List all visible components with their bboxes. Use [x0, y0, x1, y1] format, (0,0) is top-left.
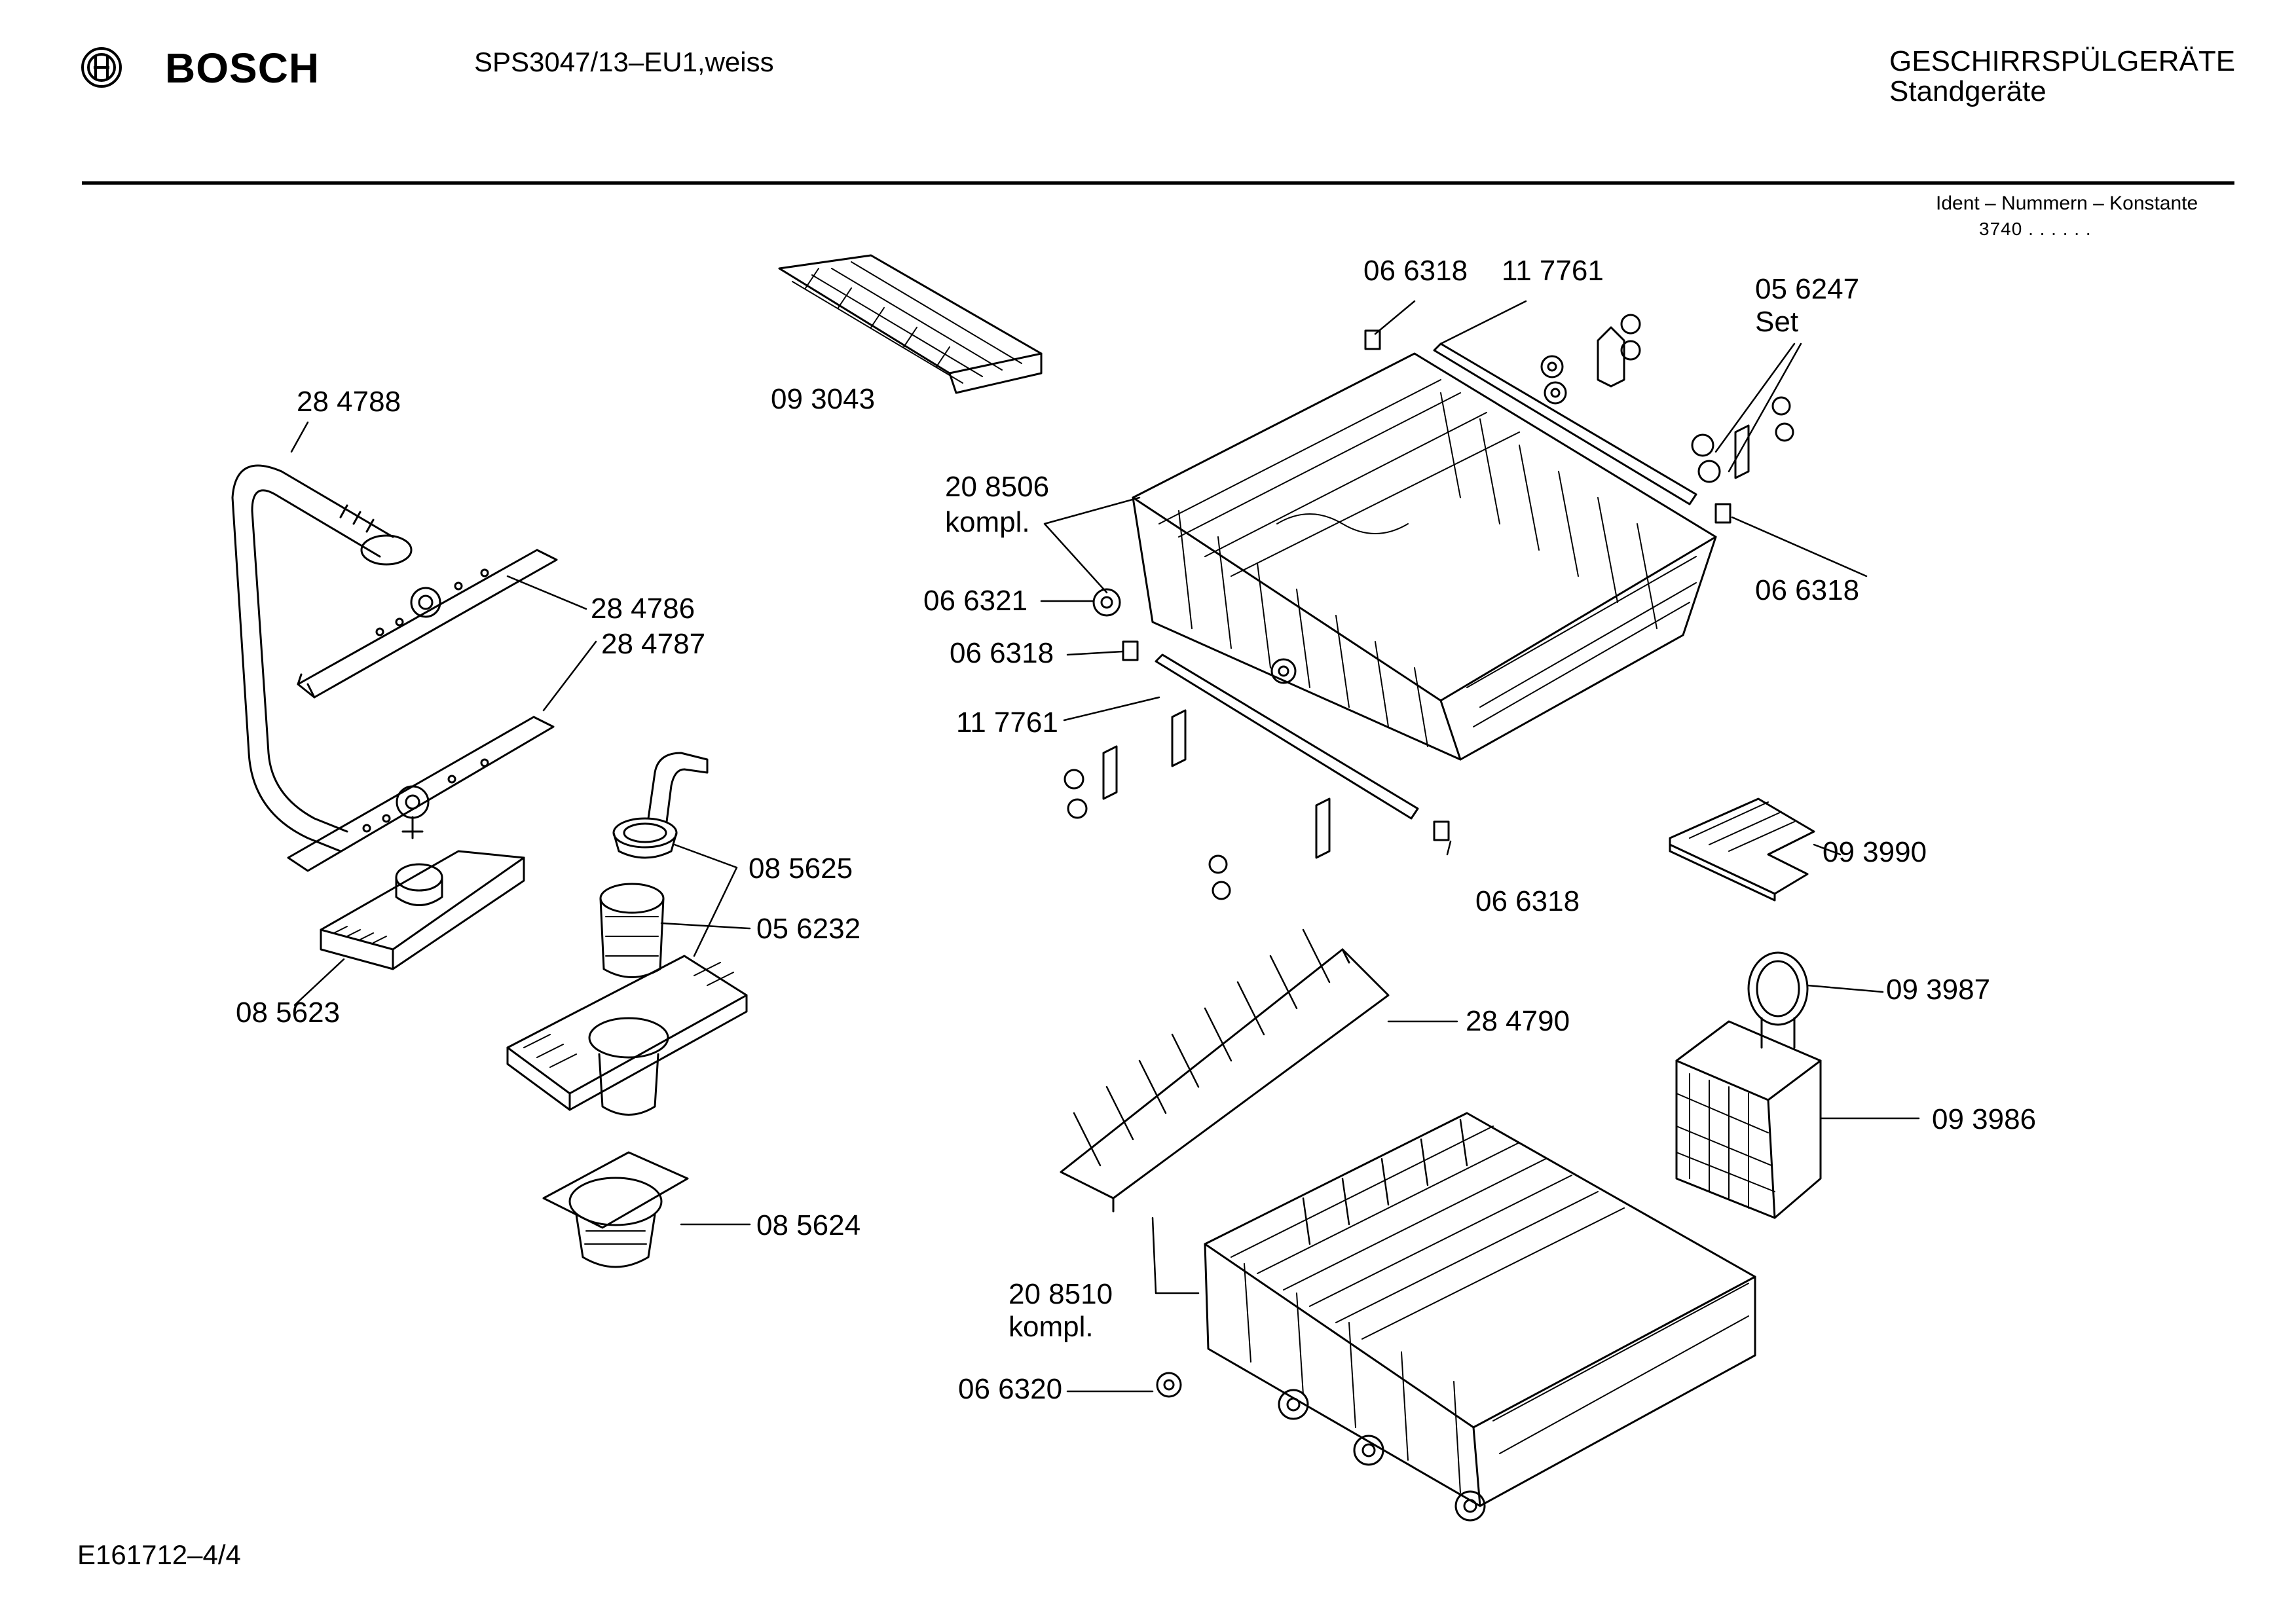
part-label: 08 5625 — [749, 852, 853, 885]
part-label: 06 6318 — [1475, 885, 1580, 917]
cutlery-rack-insert — [778, 254, 1043, 394]
lower-spray-arm — [287, 716, 555, 872]
upper-rail-front — [1155, 653, 1419, 820]
upper-spray-arm — [297, 549, 558, 699]
part-label: 09 3990 — [1823, 836, 1927, 868]
part-label: 09 3043 — [771, 383, 876, 415]
part-label: 09 3987 — [1886, 974, 1991, 1006]
category-subtitle: Standgeräte — [1889, 75, 2046, 107]
small-rack-insert — [1669, 797, 1815, 902]
brand-name: BOSCH — [165, 45, 320, 92]
fold-down-tine-rack — [1060, 928, 1390, 1213]
part-label: 28 4786 — [591, 593, 695, 625]
part-label: 28 4787 — [601, 628, 706, 660]
part-label: 08 5623 — [236, 997, 341, 1029]
part-label: 06 6320 — [958, 1373, 1063, 1405]
model-number: SPS3047/13–EU1,weiss — [474, 46, 774, 77]
filter-cup — [542, 1151, 689, 1268]
part-label: 05 6247 — [1755, 273, 1860, 305]
lower-basket — [1156, 1112, 1756, 1522]
part-label: 20 8510 — [1009, 1278, 1113, 1310]
category-title: GESCHIRRSPÜLGERÄTE — [1889, 45, 2236, 77]
part-label: 05 6232 — [756, 913, 861, 945]
part-label: 06 6318 — [1363, 255, 1468, 287]
ident-heading: Ident – Nummern – Konstante — [1936, 192, 2198, 214]
part-label: 28 4790 — [1466, 1005, 1570, 1037]
upper-basket — [1132, 352, 1717, 761]
leader-lines — [290, 300, 1920, 1393]
micro-filter-plate — [320, 850, 525, 970]
spray-arm-supply-tube — [231, 464, 413, 852]
rail-clips-and-rollers — [1064, 314, 1794, 900]
part-label: kompl. — [1009, 1311, 1094, 1343]
coarse-filter-plate — [506, 955, 748, 1116]
part-label: 28 4788 — [297, 386, 401, 418]
part-label: 08 5624 — [756, 1209, 861, 1241]
part-label: 06 6321 — [923, 585, 1028, 617]
document-id: E161712–4/4 — [77, 1539, 241, 1570]
ident-constant: 3740 . . . . . . — [1979, 219, 2092, 239]
part-label: 20 8506 — [945, 471, 1050, 503]
part-label: Set — [1755, 306, 1799, 338]
upper-rail-top — [1433, 342, 1697, 505]
part-label: 09 3986 — [1932, 1103, 2037, 1135]
part-label: 06 6318 — [1755, 574, 1860, 606]
fine-filter-cylinder — [599, 883, 665, 978]
filter-ring-with-handle — [612, 752, 709, 859]
part-label: 11 7761 — [1502, 255, 1604, 287]
bosch-logo-icon — [81, 47, 122, 88]
part-label: kompl. — [945, 506, 1030, 538]
part-label: 06 6318 — [950, 637, 1054, 669]
part-label: 11 7761 — [956, 706, 1058, 739]
header-rule — [82, 181, 2234, 185]
cutlery-basket — [1675, 951, 1822, 1219]
